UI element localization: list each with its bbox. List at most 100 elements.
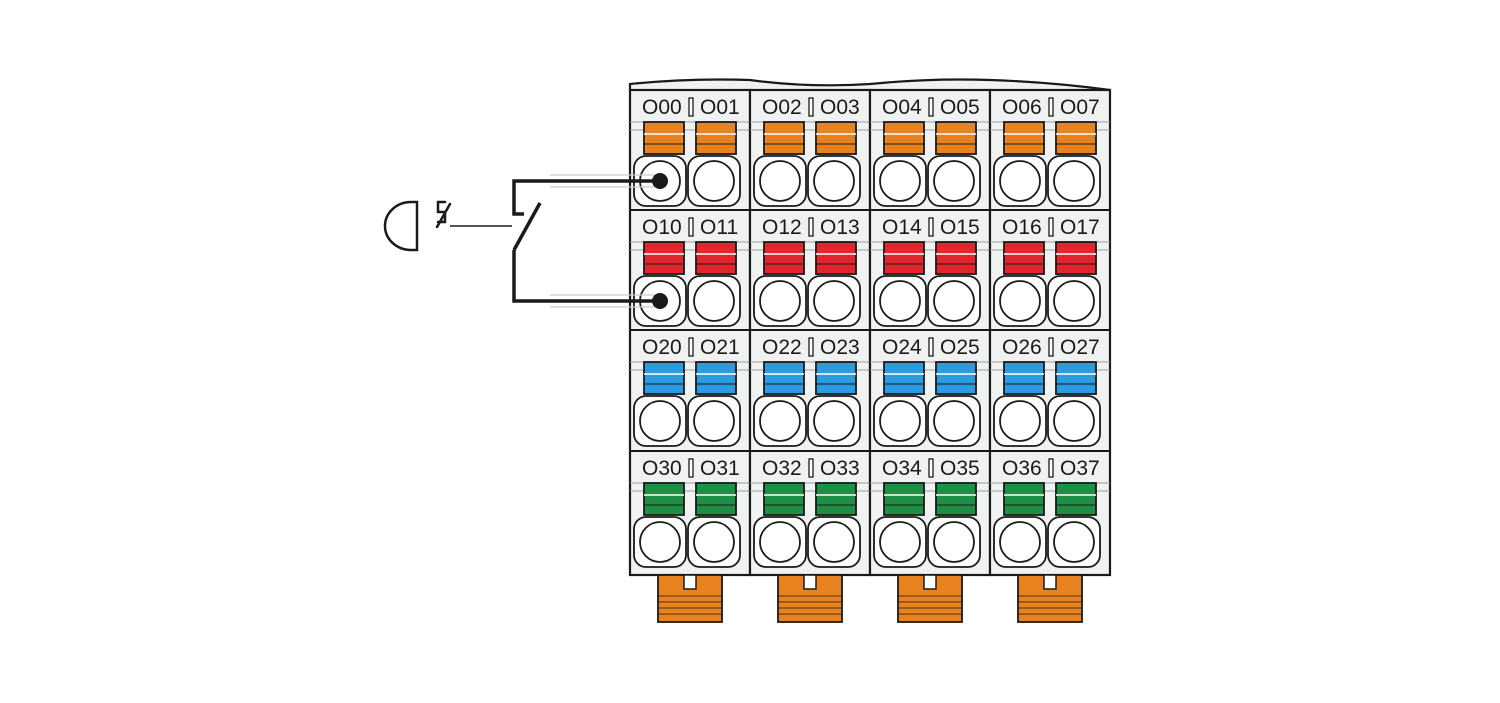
push-button: [1055, 482, 1097, 516]
push-button: [1003, 121, 1045, 155]
push-button: [763, 121, 805, 155]
terminal-label-o34: O34: [882, 457, 922, 480]
push-button-body: [695, 121, 737, 155]
push-button-body: [643, 121, 685, 155]
terminal-label-o11: O11: [700, 216, 738, 239]
push-button-body: [883, 482, 925, 516]
terminal-label-o03: O03: [820, 96, 860, 119]
terminal-label-o24: O24: [882, 336, 922, 359]
plug-notch: [1043, 574, 1057, 590]
push-button-body: [643, 361, 685, 395]
terminal-label-o05: O05: [940, 96, 980, 119]
conductor-hole: [999, 400, 1041, 442]
push-button-body: [815, 121, 857, 155]
label-divider: [1048, 337, 1054, 357]
label-divider: [808, 458, 814, 478]
housing-top-edge: [628, 78, 1111, 92]
push-button-body: [763, 482, 805, 516]
push-button: [643, 121, 685, 155]
push-button-body: [935, 121, 977, 155]
conductor-hole: [999, 160, 1041, 202]
push-button: [1055, 121, 1097, 155]
push-button-body: [643, 241, 685, 275]
terminal-label-o26: O26: [1002, 336, 1042, 359]
terminal-label-o06: O06: [1002, 96, 1042, 119]
conductor-hole: [813, 160, 855, 202]
conductor-hole: [933, 400, 975, 442]
conductor-hole: [879, 400, 921, 442]
push-button-body: [1055, 482, 1097, 516]
push-button: [1003, 241, 1045, 275]
push-button-body: [1055, 121, 1097, 155]
push-button: [1003, 482, 1045, 516]
conductor-hole: [813, 521, 855, 563]
push-button-body: [763, 241, 805, 275]
push-button: [883, 361, 925, 395]
terminal-label-o36: O36: [1002, 457, 1042, 480]
push-button-body: [815, 482, 857, 516]
plug-notch: [803, 574, 817, 590]
label-divider: [1048, 217, 1054, 237]
push-button: [935, 361, 977, 395]
terminal-label-o31: O31: [700, 457, 740, 480]
push-button-body: [935, 482, 977, 516]
push-button: [1055, 241, 1097, 275]
conductor-hole: [879, 280, 921, 322]
conductor-hole: [759, 521, 801, 563]
push-button-body: [1003, 241, 1045, 275]
terminal-label-o22: O22: [762, 336, 802, 359]
label-divider: [688, 217, 694, 237]
terminal-label-o23: O23: [820, 336, 860, 359]
wire-end-o00: [652, 173, 668, 189]
push-button-body: [883, 361, 925, 395]
conductor-hole: [693, 400, 735, 442]
terminal-label-o07: O07: [1060, 96, 1100, 119]
label-divider: [808, 337, 814, 357]
label-divider: [928, 458, 934, 478]
push-button-body: [883, 241, 925, 275]
push-button-body: [815, 361, 857, 395]
push-button: [695, 241, 737, 275]
label-divider: [808, 217, 814, 237]
push-button-body: [643, 482, 685, 516]
push-button: [1003, 361, 1045, 395]
terminal-label-o20: O20: [642, 336, 682, 359]
push-button-body: [935, 241, 977, 275]
push-button: [815, 361, 857, 395]
push-button: [695, 361, 737, 395]
push-button: [643, 482, 685, 516]
terminal-label-o21: O21: [700, 336, 740, 359]
terminal-label-o04: O04: [882, 96, 922, 119]
wire-ferrules: [550, 174, 655, 308]
terminal-label-o32: O32: [762, 457, 802, 480]
emergency-stop-icon: [383, 200, 452, 252]
label-divider: [928, 217, 934, 237]
push-button-body: [763, 121, 805, 155]
push-button: [815, 482, 857, 516]
conductor-hole: [759, 280, 801, 322]
push-button-body: [1055, 361, 1097, 395]
terminal-label-o15: O15: [940, 216, 980, 239]
push-button-body: [1003, 121, 1045, 155]
conductor-hole: [999, 280, 1041, 322]
push-button-body: [883, 121, 925, 155]
conductor-hole: [759, 160, 801, 202]
push-button-body: [1003, 482, 1045, 516]
push-button: [883, 121, 925, 155]
label-divider: [688, 337, 694, 357]
label-divider: [688, 458, 694, 478]
push-button-body: [695, 361, 737, 395]
conductor-hole: [933, 160, 975, 202]
conductor-hole: [639, 521, 681, 563]
plug-notch: [923, 574, 937, 590]
label-divider: [928, 97, 934, 117]
conductor-hole: [1053, 521, 1095, 563]
push-button: [695, 482, 737, 516]
terminal-label-o30: O30: [642, 457, 682, 480]
push-button: [883, 482, 925, 516]
label-divider: [928, 337, 934, 357]
